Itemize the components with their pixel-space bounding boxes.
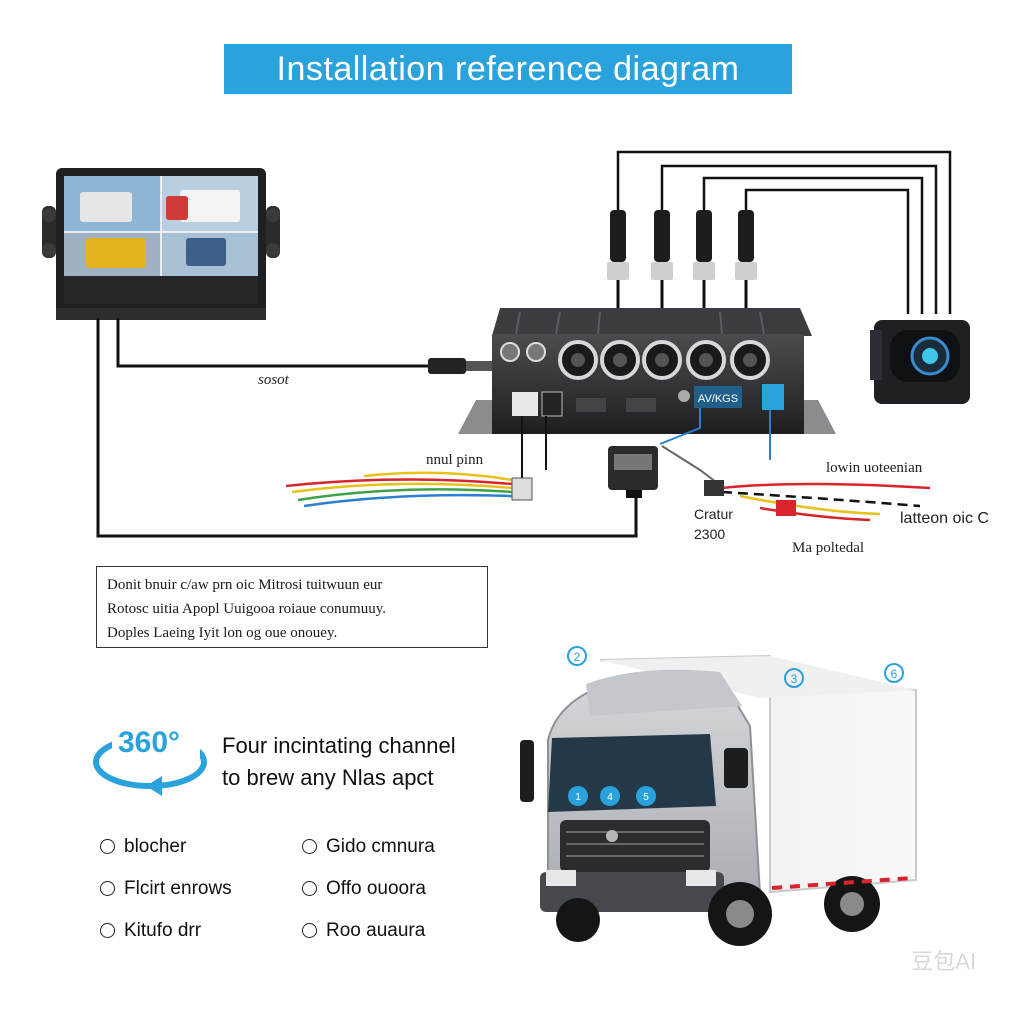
connector-top-label: lowin uoteenian bbox=[826, 460, 923, 476]
connector-side-label: latteon oic C bbox=[900, 510, 989, 527]
mdvr-unit bbox=[458, 308, 836, 434]
center-label-line1: Cratur bbox=[694, 506, 733, 522]
camera-list-item: Roo auaura bbox=[302, 920, 425, 942]
rotation-360-icon bbox=[93, 730, 207, 796]
input-wire-bundle bbox=[285, 471, 513, 508]
circle-marker-icon bbox=[302, 881, 317, 896]
center-connector bbox=[608, 446, 658, 498]
circle-marker-icon bbox=[100, 839, 115, 854]
feature-line-2: to brew any Nlas apct bbox=[222, 765, 434, 790]
note-line: Doples Laeing Iyit lon og oue onouey. bbox=[107, 625, 338, 641]
installation-note: Donit bnuir c/aw prn oic Mitrosi tuitwuu… bbox=[96, 566, 488, 648]
circle-marker-icon bbox=[100, 923, 115, 938]
input-plug bbox=[511, 477, 533, 501]
power-socket-label: sosot bbox=[258, 372, 289, 388]
box-truck bbox=[520, 654, 917, 946]
watermark: 豆包AI bbox=[911, 949, 976, 974]
camera-list-item: Offo ouoora bbox=[302, 878, 426, 900]
input-wires-label: nnul pinn bbox=[426, 452, 484, 468]
camera-list-item: Kitufo drr bbox=[100, 920, 201, 942]
note-line: Rotosc uitia Apopl Uuigooa roiaue conumu… bbox=[107, 601, 386, 617]
center-label-line2: 2300 bbox=[694, 526, 726, 542]
truck-marker-6: 5 bbox=[643, 792, 649, 803]
monitor bbox=[42, 168, 280, 320]
av-connector bbox=[428, 358, 466, 374]
camera-list-item: Flcirt enrows bbox=[100, 878, 232, 900]
circle-marker-icon bbox=[302, 923, 317, 938]
truck-marker-4: 1 bbox=[575, 792, 581, 803]
badge-360: 360° bbox=[118, 726, 181, 759]
camera-list-item: blocher bbox=[100, 836, 186, 858]
power-harness bbox=[721, 482, 931, 522]
diagram-title: Installation reference diagram bbox=[224, 44, 792, 94]
truck-marker-3: 6 bbox=[891, 667, 898, 681]
circle-marker-icon bbox=[100, 881, 115, 896]
camera-list-item: Gido cmnura bbox=[302, 836, 435, 858]
feature-line-1: Four incintating channel bbox=[222, 733, 456, 758]
circle-marker-icon bbox=[302, 839, 317, 854]
dvr-badge-label: AV/KGS bbox=[698, 393, 738, 405]
truck-marker-5: 4 bbox=[607, 792, 613, 803]
truck-marker-2: 3 bbox=[791, 672, 798, 686]
truck-marker-1: 2 bbox=[574, 650, 581, 664]
rear-camera bbox=[870, 320, 970, 404]
note-line: Donit bnuir c/aw prn oic Mitrosi tuitwuu… bbox=[107, 577, 383, 593]
power-label: Ma poltedal bbox=[792, 540, 865, 556]
